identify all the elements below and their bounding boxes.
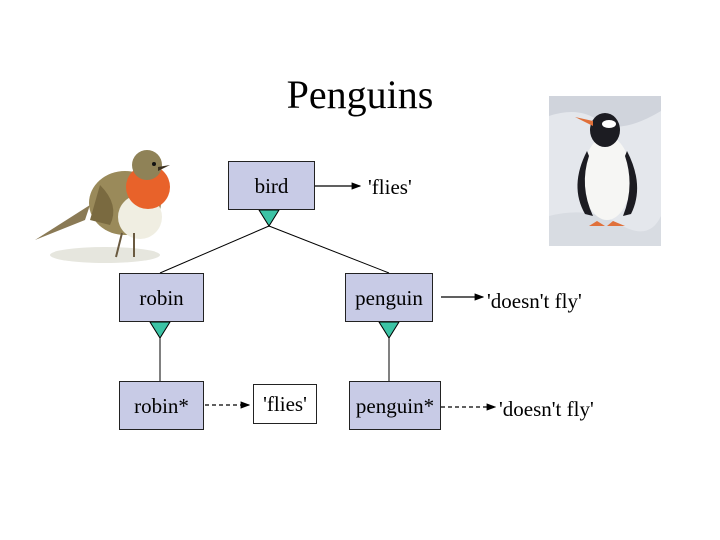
bird-penguin-link	[268, 225, 390, 274]
penguin-photo	[549, 96, 661, 246]
penguin-star-property-label: 'doesn't fly'	[499, 397, 594, 421]
penguin-star-node-label: penguin*	[355, 394, 435, 418]
penguin-generalization-triangle	[378, 321, 400, 339]
robin-node-label: robin	[139, 286, 184, 310]
robin-star-node: robin*	[119, 381, 204, 430]
robin-star-property-label: 'flies'	[263, 392, 307, 416]
robin-generalization-triangle	[149, 321, 171, 339]
bird-property-label: 'flies'	[368, 175, 412, 199]
bird-node-label: bird	[254, 174, 289, 198]
bird-robin-link	[159, 225, 270, 274]
robin-node: robin	[119, 273, 204, 322]
penguin-node-label: penguin	[355, 286, 423, 310]
penguin-property-label: 'doesn't fly'	[487, 289, 582, 313]
penguin-star-node: penguin*	[349, 381, 441, 430]
robin-illustration	[35, 150, 170, 263]
bird-generalization-triangle	[258, 209, 280, 227]
page-title: Penguins	[286, 72, 434, 117]
bird-node: bird	[228, 161, 315, 210]
penguin-node: penguin	[345, 273, 433, 322]
robin-star-property-box: 'flies'	[253, 384, 317, 424]
robin-star-node-label: robin*	[134, 394, 189, 418]
